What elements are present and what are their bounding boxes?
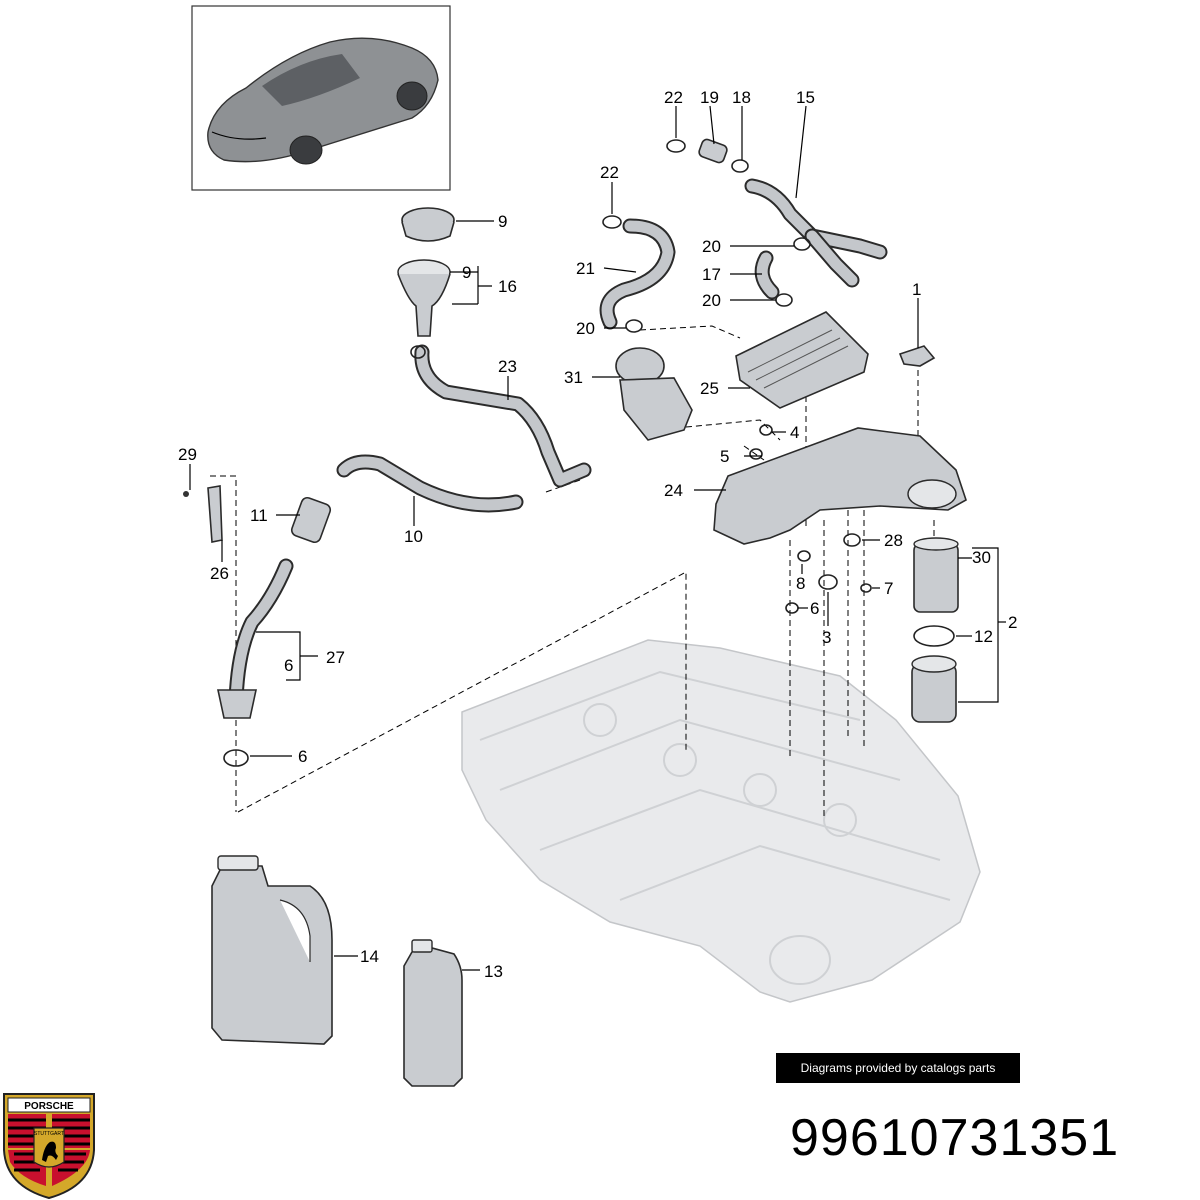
callout-9: 9 — [462, 263, 471, 282]
oil-filler-cap — [401, 207, 455, 242]
callout-27: 27 — [326, 648, 345, 667]
oil-bottle-small — [403, 939, 463, 1087]
oil-filter-element — [913, 537, 959, 613]
part-number: 99610731351 — [790, 1109, 1120, 1167]
callout-5: 5 — [720, 447, 729, 466]
callout-23: 23 — [498, 357, 517, 376]
callout-14: 14 — [360, 947, 379, 966]
bracket-26 — [183, 485, 223, 543]
callout-28: 28 — [884, 531, 903, 550]
callout-1: 1 — [912, 280, 921, 299]
callout-17: 17 — [702, 265, 721, 284]
oil-filter-cap — [911, 655, 957, 723]
oil-filler-neck — [397, 259, 451, 337]
coolant-hose-21 — [599, 218, 676, 330]
callout-2: 2 — [1008, 613, 1017, 632]
callout-22: 22 — [664, 88, 683, 107]
callout-18: 18 — [732, 88, 751, 107]
callout-20: 20 — [576, 319, 595, 338]
callout-20: 20 — [702, 291, 721, 310]
callout-16: 16 — [498, 277, 517, 296]
hose-17 — [754, 250, 780, 300]
callout-26: 26 — [210, 564, 229, 583]
leader-lines — [189, 105, 1006, 971]
callout-labels: 22 19 18 15 22 9 9 16 20 17 20 21 20 1 2… — [178, 88, 1017, 981]
callout-4: 4 — [790, 423, 799, 442]
callout-30: 30 — [972, 548, 991, 567]
callout-8: 8 — [796, 574, 805, 593]
credit-banner: Diagrams provided by catalogs parts — [776, 1053, 1020, 1083]
logo-wordmark: PORSCHE — [24, 1101, 74, 1112]
oil-canister-large — [211, 855, 333, 1045]
callout-6: 6 — [284, 656, 293, 675]
callout-25: 25 — [700, 379, 719, 398]
hose-clamps — [410, 139, 811, 359]
porsche-crest-logo: PORSCHE STUTTGART — [3, 1093, 95, 1200]
pipe-27 — [217, 558, 294, 719]
callout-19: 19 — [700, 88, 719, 107]
callout-12: 12 — [974, 627, 993, 646]
oil-separator — [615, 347, 693, 441]
engine-block — [461, 639, 981, 1003]
breather-hose-23 — [414, 344, 592, 488]
callout-22: 22 — [600, 163, 619, 182]
callout-6: 6 — [298, 747, 307, 766]
hose-connector-11 — [290, 496, 332, 544]
callout-15: 15 — [796, 88, 815, 107]
callout-13: 13 — [484, 962, 503, 981]
callout-21: 21 — [576, 259, 595, 278]
callout-7: 7 — [884, 579, 893, 598]
coolant-pipe-15 — [744, 178, 888, 288]
callout-3: 3 — [822, 628, 831, 647]
oil-filter-housing — [713, 427, 967, 545]
seal-rings — [223, 424, 955, 767]
callout-20: 20 — [702, 237, 721, 256]
callout-31: 31 — [564, 368, 583, 387]
car-thumbnail — [191, 5, 451, 191]
breather-hose-10 — [336, 454, 524, 513]
callout-29: 29 — [178, 445, 197, 464]
callout-9: 9 — [498, 212, 507, 231]
logo-city: STUTTGART — [34, 1131, 64, 1137]
callout-11: 11 — [250, 506, 268, 525]
callout-24: 24 — [664, 481, 683, 500]
callout-10: 10 — [404, 527, 423, 546]
hose-19 — [698, 138, 728, 164]
callout-6: 6 — [810, 599, 819, 618]
oil-cooler — [735, 311, 869, 409]
reference-lines — [210, 325, 935, 820]
sensor-1 — [898, 345, 936, 367]
